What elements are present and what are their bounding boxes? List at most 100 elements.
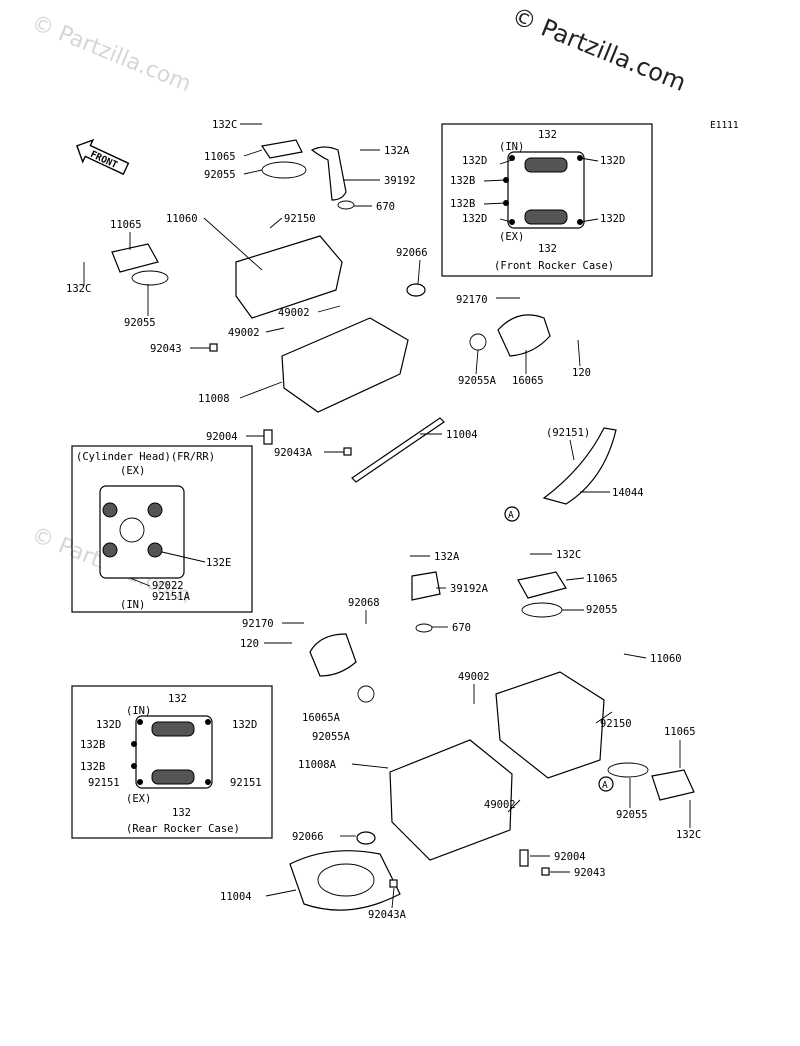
rear-rocker-caption: (Rear Rocker Case)	[126, 823, 240, 835]
rear-rocker-label-92151-2: 92151	[230, 777, 262, 789]
oring-670-rear	[415, 623, 433, 633]
part-label-39192: 39192	[384, 175, 416, 187]
cylinder-head-11008a	[389, 739, 513, 861]
part-label-92170-rear: 92170	[242, 618, 274, 630]
oring-670-front	[337, 200, 355, 210]
rocker-cover-cap-11065-left	[111, 243, 159, 273]
front-rocker-label-132d-3: 132D	[462, 213, 487, 225]
front-rocker-label-132d-1: 132D	[462, 155, 487, 167]
front-rocker-label-132-top: 132	[538, 129, 557, 141]
front-rocker-label-132b-2: 132B	[450, 198, 475, 210]
rear-rocker-label-132b-1: 132B	[80, 739, 105, 751]
part-label-670-rear: 670	[452, 622, 471, 634]
front-rocker-label-132b-1: 132B	[450, 175, 475, 187]
rocker-cover-cap-11065-right	[651, 769, 695, 801]
part-label-132c-right: 132C	[676, 829, 701, 841]
part-label-11065-right: 11065	[664, 726, 696, 738]
watermark-main: © Partzilla.com	[508, 2, 690, 97]
part-label-92151-paren: (92151)	[546, 427, 590, 439]
watermark-faint-top: © Partzilla.com	[28, 10, 195, 97]
part-label-49002-rear-a: 49002	[458, 671, 490, 683]
part-label-92068: 92068	[348, 597, 380, 609]
oring-92055a	[469, 333, 487, 351]
part-label-132c-rear: 132C	[556, 549, 581, 561]
front-rocker-case-frame	[441, 123, 653, 277]
part-label-16065: 16065	[512, 375, 544, 387]
part-label-132a-top: 132A	[384, 145, 410, 157]
part-label-92150-rear: 92150	[600, 718, 632, 730]
part-label-92055a-rear: 92055A	[312, 731, 351, 743]
part-label-120-top: 120	[572, 367, 591, 379]
gasket-11004-rear	[289, 850, 401, 911]
part-label-92055a-top: 92055A	[458, 375, 497, 387]
rear-rocker-label-92151-1: 92151	[88, 777, 120, 789]
watermark-faint-text: © Partzilla.com	[28, 10, 195, 97]
dowel-92004-rear	[519, 849, 529, 867]
part-label-670-top: 670	[376, 201, 395, 213]
intake-16065	[497, 314, 551, 357]
oring-92055-rear	[521, 602, 563, 618]
rear-rocker-case-inset: 132 (IN) 132D 132D 132B 132B 92151 92151…	[71, 685, 273, 839]
front-rocker-label-132d-2: 132D	[600, 155, 625, 167]
part-label-11065-top: 11065	[204, 151, 236, 163]
water-pipe-39192	[310, 146, 347, 201]
part-label-11065-left: 11065	[110, 219, 142, 231]
part-label-92066-top: 92066	[396, 247, 428, 259]
oring-92055-right	[607, 762, 649, 778]
cylinder-head-inset: (Cylinder Head)(FR/RR) (EX) 132E 92022 9…	[71, 445, 253, 613]
callout-a-circle-1	[504, 506, 520, 522]
cylinder-head-in-label: (IN)	[120, 599, 145, 611]
part-label-11004-top: 11004	[446, 429, 478, 441]
cylinder-head-ex-label: (EX)	[120, 465, 145, 477]
leader-lines	[83, 123, 691, 909]
part-label-11008a: 11008A	[298, 759, 337, 771]
part-label-11065-rear: 11065	[586, 573, 618, 585]
callout-a-label-1: A	[508, 510, 514, 521]
part-label-132c-left: 132C	[66, 283, 91, 295]
front-rocker-label-132d-4: 132D	[600, 213, 625, 225]
rear-rocker-label-132d-1: 132D	[96, 719, 121, 731]
part-label-11060-rear: 11060	[650, 653, 682, 665]
part-label-49002-b: 49002	[228, 327, 260, 339]
part-label-11060-top: 11060	[166, 213, 198, 225]
part-label-11008: 11008	[198, 393, 230, 405]
rear-rocker-case-frame	[71, 685, 273, 839]
rear-rocker-in-label: (IN)	[126, 705, 151, 717]
part-label-132a-rear: 132A	[434, 551, 460, 563]
cylinder-head-label-92022: 92022	[152, 580, 184, 592]
part-label-92066-rear: 92066	[292, 831, 324, 843]
oring-92055a-rear	[357, 685, 375, 703]
gasket-11004	[351, 417, 445, 483]
part-label-92055-top: 92055	[204, 169, 236, 181]
dowel-92004	[263, 429, 273, 445]
front-rocker-label-132-bottom: 132	[538, 243, 557, 255]
part-label-92055-right: 92055	[616, 809, 648, 821]
cap-92066-rear	[356, 831, 376, 845]
part-label-92043a-top: 92043A	[274, 447, 313, 459]
front-rocker-case-inset: 132 (IN) 132D 132D 132B 132B 132D 132D (…	[441, 123, 653, 277]
rocker-case-11060	[235, 235, 343, 319]
rear-rocker-ex-label: (EX)	[126, 793, 151, 805]
part-label-14044: 14044	[612, 487, 644, 499]
part-label-92170-top: 92170	[456, 294, 488, 306]
rocker-cover-cap-11065-rear	[517, 571, 567, 599]
rocker-case-11060-rear	[495, 671, 605, 779]
part-label-132c-top: 132C	[212, 119, 237, 131]
dowel-92043a	[343, 447, 352, 456]
rear-rocker-label-132b-2: 132B	[80, 761, 105, 773]
front-rocker-caption: (Front Rocker Case)	[494, 260, 614, 272]
front-rocker-in-label: (IN)	[499, 141, 524, 153]
rear-rocker-label-132-bottom: 132	[172, 807, 191, 819]
rocker-cover-cap-11065-front	[260, 139, 303, 159]
dowel-92043a-rear	[389, 879, 398, 888]
cap-92066	[406, 283, 426, 297]
part-label-11004-rear: 11004	[220, 891, 252, 903]
part-label-49002-rear-b: 49002	[484, 799, 516, 811]
cylinder-head-label-92151a: 92151A	[152, 591, 191, 603]
part-label-49002-a: 49002	[278, 307, 310, 319]
part-label-16065a: 16065A	[302, 712, 341, 724]
cylinder-head-11008	[281, 317, 409, 413]
callout-a-label-2: A	[602, 780, 608, 791]
rear-head-assembly	[289, 571, 695, 911]
